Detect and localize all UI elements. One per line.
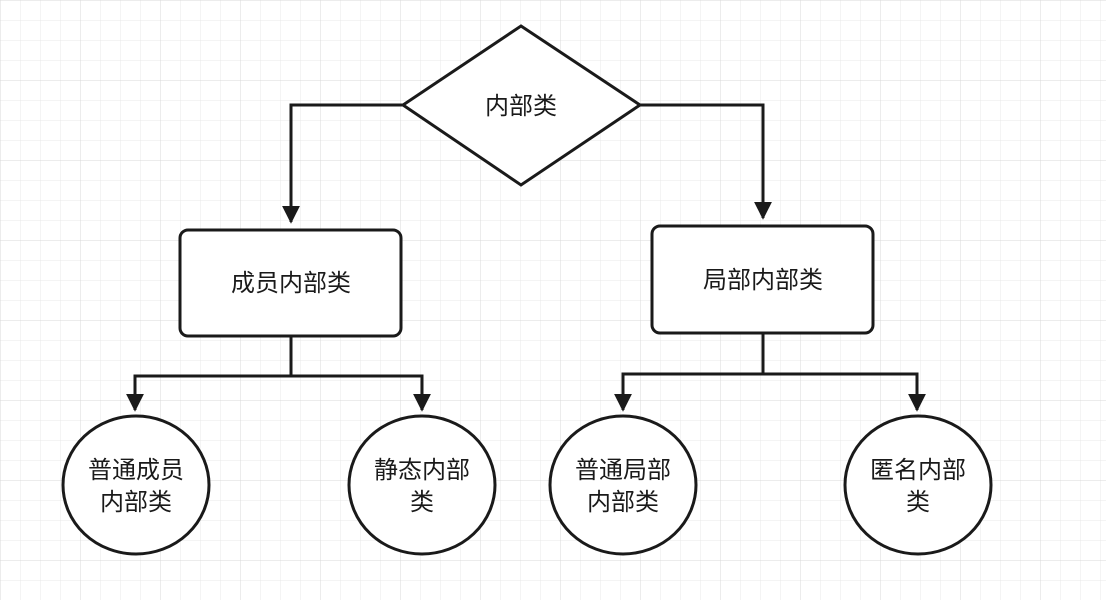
node-member-normal-label-line2: 内部类 — [100, 488, 172, 516]
node-local-anonymous-label-line2: 类 — [906, 488, 930, 516]
node-local: 局部内部类 — [650, 224, 875, 335]
node-member-static-shape — [347, 414, 497, 556]
node-root-label: 内部类 — [485, 92, 557, 120]
node-local-shape — [650, 224, 875, 335]
node-local-anonymous-label-line1: 匿名内部 — [870, 456, 966, 484]
edge-member-to-member-normal — [126, 374, 291, 412]
edge-root-to-member — [282, 103, 403, 224]
node-member-normal-shape — [61, 414, 211, 556]
node-member-static-label-line1: 静态内部 — [374, 456, 470, 484]
node-local-label: 局部内部类 — [703, 266, 823, 294]
node-local-anonymous: 匿名内部 类 — [843, 414, 993, 556]
edge-member-to-member-static — [291, 374, 431, 412]
node-local-normal-label-line2: 内部类 — [587, 488, 659, 516]
node-member-static: 静态内部 类 — [347, 414, 497, 556]
edges — [126, 103, 926, 412]
node-root-shape — [400, 24, 643, 187]
edge-local-to-local-normal — [614, 372, 763, 412]
node-root: 内部类 — [400, 24, 643, 187]
node-local-normal: 普通局部 内部类 — [548, 414, 698, 556]
node-member-normal: 普通成员 内部类 — [61, 414, 211, 556]
node-member-normal-label-line1: 普通成员 — [88, 456, 184, 484]
node-member-label: 成员内部类 — [231, 269, 351, 297]
node-local-normal-shape — [548, 414, 698, 556]
node-member-static-label-line2: 类 — [410, 488, 434, 516]
edge-root-to-local — [640, 103, 772, 220]
node-local-anonymous-shape — [843, 414, 993, 556]
node-local-normal-label-line1: 普通局部 — [575, 456, 671, 484]
node-member-shape — [178, 228, 403, 338]
node-member: 成员内部类 — [178, 228, 403, 338]
edge-local-to-local-anonymous — [763, 372, 926, 412]
